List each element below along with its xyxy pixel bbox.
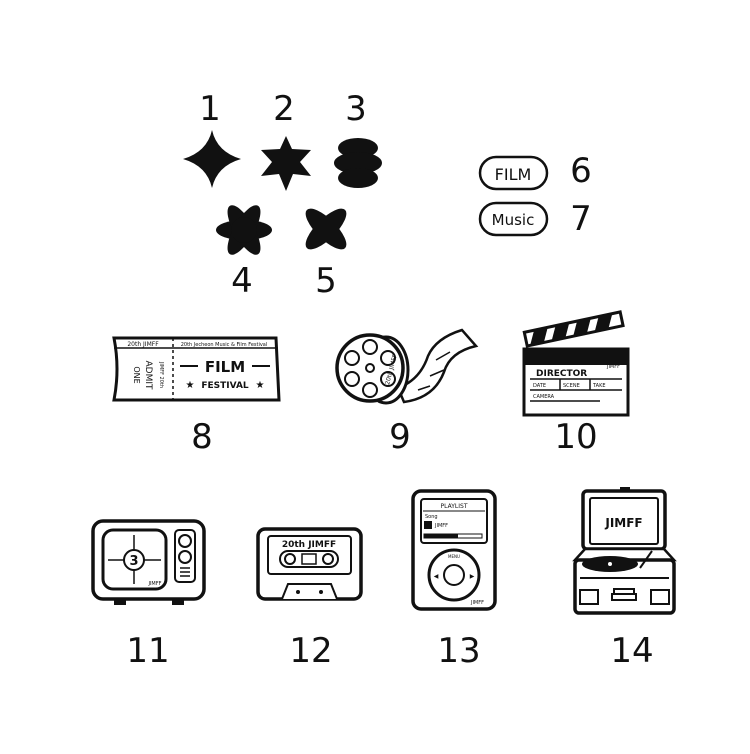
- asterisk-blob-icon: [216, 205, 272, 255]
- clapper-director: DIRECTOR: [536, 369, 587, 379]
- ipod-next-icon: ▶: [470, 573, 475, 580]
- ticket-one: ONE: [132, 366, 141, 383]
- label-3: 3: [345, 89, 367, 129]
- turntable-player: JIMFF: [572, 487, 677, 615]
- music-badge: Music: [478, 201, 549, 237]
- label-11: 11: [126, 631, 170, 671]
- ticket-top-left: 20th JIMFF: [127, 341, 159, 348]
- ticket-film: FILM: [205, 358, 245, 376]
- label-12: 12: [289, 631, 333, 671]
- ipod-playlist: PLAYLIST: [441, 503, 468, 510]
- label-10: 10: [554, 417, 598, 457]
- clapper-camera: CAMERA: [533, 394, 555, 400]
- ipod-brand: JIMFF: [470, 600, 484, 606]
- label-1: 1: [199, 89, 221, 129]
- label-8: 8: [191, 417, 213, 457]
- clapper-scene: SCENE: [563, 383, 580, 389]
- x-shape-icon: [305, 208, 347, 250]
- ipod-song: Song: [425, 514, 438, 520]
- tv-countdown: 3: [129, 554, 138, 569]
- six-point-star-icon: [261, 136, 311, 191]
- film-ticket: 20th JIMFF 20th Jecheon Music & Film Fes…: [112, 336, 281, 402]
- film-badge-text: FILM: [495, 165, 532, 184]
- cassette-label: 20th JIMFF: [282, 540, 336, 550]
- label-9: 9: [389, 417, 411, 457]
- retro-tv: 3 JIMFF: [91, 519, 206, 605]
- label-4: 4: [231, 261, 253, 301]
- clapper-take: TAKE: [592, 383, 606, 389]
- stacked-blob-icon: [334, 138, 382, 188]
- film-badge: FILM: [478, 155, 549, 191]
- tv-brand: JIMFF: [147, 581, 161, 587]
- four-point-star-icon: [183, 130, 241, 188]
- label-2: 2: [273, 89, 295, 129]
- clapper-brand: JIMFF: [606, 364, 620, 370]
- ipod-menu: MENU: [448, 554, 460, 559]
- ticket-admit: ADMIT: [143, 360, 153, 390]
- ticket-star-left-icon: ★: [186, 380, 195, 391]
- label-14: 14: [610, 631, 654, 671]
- label-7: 7: [570, 199, 592, 239]
- label-6: 6: [570, 151, 592, 191]
- film-reel: 20th JIMFF: [335, 328, 479, 405]
- turntable-label: JIMFF: [604, 516, 642, 530]
- music-badge-text: Music: [492, 211, 535, 229]
- ticket-top-right: 20th Jecheon Music & Film Festival: [181, 342, 268, 348]
- label-13: 13: [437, 631, 481, 671]
- label-5: 5: [315, 261, 337, 301]
- clapper-date: DATE: [533, 383, 546, 389]
- ticket-festival: FESTIVAL: [201, 381, 249, 391]
- ipod-item: JIMFF: [434, 523, 448, 529]
- cassette-tape: 20th JIMFF: [256, 527, 363, 601]
- ipod-prev-icon: ◀: [434, 573, 439, 580]
- clapperboard: DIRECTOR JIMFF DATE SCENE TAKE CAMERA: [522, 310, 630, 417]
- ipod-player: PLAYLIST Song JIMFF MENU ◀ ▶ JIMFF: [411, 489, 497, 611]
- ticket-star-right-icon: ★: [256, 380, 265, 391]
- ticket-stub-code: JIMFF 20th: [158, 361, 164, 388]
